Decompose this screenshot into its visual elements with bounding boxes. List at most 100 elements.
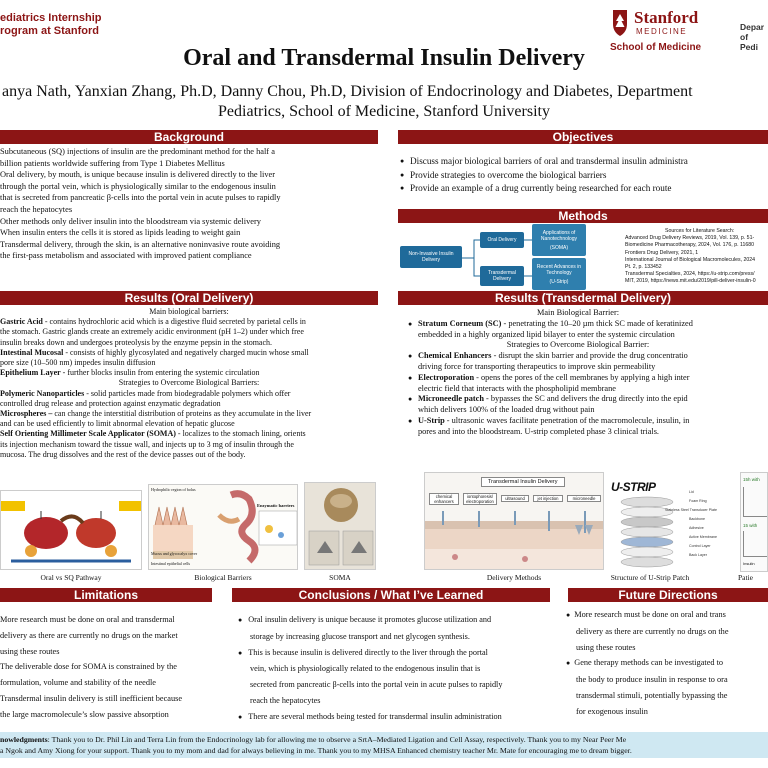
- patient-chart-top: [743, 487, 767, 517]
- strategies-list: Chemical Enhancers - disrupt the skin ba…: [408, 351, 748, 362]
- conclusion-line: reach the hepatocytes: [250, 695, 321, 705]
- mn-item: Microneedle patch - bypasses the SC and …: [408, 394, 748, 405]
- caption-soma: SOMA: [329, 573, 351, 582]
- future-line: for exogenous insulin: [576, 706, 648, 716]
- ustrip-label: Stainless Steel Transducer Plate: [665, 508, 717, 512]
- biological-barriers-figure: Hydrophilic region of bolus Mucus and gl…: [148, 484, 298, 570]
- program-line-2: rogram at Stanford: [0, 25, 100, 37]
- ep-line-1: Electroporation - opens the pores of the…: [408, 373, 748, 384]
- skin-layers-illustration: [425, 511, 603, 569]
- background-line: through the portal vein, which is physio…: [0, 181, 276, 191]
- methods-recent-box: Recent Advances in Technology (U-Strip): [532, 258, 586, 290]
- ustrip-labels: Lid Foam Ring Stainless Steel Transducer…: [665, 488, 717, 560]
- delivery-box-chemical: chemical enhancers: [429, 493, 459, 505]
- ustrip-label: Backbone: [689, 517, 705, 521]
- label-villi: Hydrophilic region of bolus: [151, 487, 196, 492]
- limitations-heading: Limitations: [0, 588, 212, 602]
- delivery-box-microneedle: microneedle: [567, 495, 601, 502]
- epithelium-term: Epithelium Layer: [0, 368, 61, 378]
- mucosal-text: - consists of highly glycosylated and ne…: [63, 347, 309, 357]
- future-text: ● More research must be done on oral and …: [566, 607, 729, 720]
- ep-text: - opens the pores of the cell membranes …: [474, 372, 690, 382]
- ep-term: Electroporation: [418, 372, 475, 382]
- limitations-line: delivery as there are currently no drugs…: [0, 630, 178, 640]
- methods-sources: Sources for Literature Search: Advanced …: [625, 228, 756, 286]
- label-enzymatic: Enzymatic barriers: [257, 503, 295, 508]
- ustrip-label: Back Layer: [689, 553, 707, 557]
- objectives-list: Discuss major biological barriers of ora…: [400, 155, 688, 196]
- patient-label: Insulin: [743, 561, 755, 566]
- logo-word: Stanford: [634, 8, 699, 27]
- methods-ustrip-label: (U-Strip): [549, 278, 569, 285]
- source-item: Frontiers Drug Delivery, 2021, 1: [625, 249, 699, 256]
- results-oral-text: Main biological barriers: Gastric Acid -…: [0, 307, 378, 460]
- ustrip-label: Active Membrane: [689, 535, 717, 539]
- acknowledgments-bar: nowledgments: Thank you to Dr. Phil Lin …: [0, 732, 768, 758]
- future-line: using these routes: [576, 642, 636, 652]
- methods-nano-label: Applications of Nanotechnology: [540, 229, 578, 242]
- background-line: Subcutaneous (SQ) injections of insulin …: [0, 147, 275, 156]
- background-heading: Background: [0, 130, 378, 144]
- background-line: billion patients worldwide suffering fro…: [0, 158, 225, 168]
- background-line: the first-pass metabolism and associated…: [0, 251, 252, 261]
- gastric-line-2: the stomach. Gastric glands create an ex…: [0, 327, 304, 337]
- background-line: that is secreted from pancreatic β-cells…: [0, 193, 281, 203]
- background-line: Other methods only deliver insulin into …: [0, 216, 261, 226]
- future-line: delivery as there are currently no drugs…: [576, 626, 729, 636]
- mn-term: Microneedle patch: [418, 394, 484, 404]
- methods-heading: Methods: [398, 209, 768, 223]
- conclusion-line: This is because insulin is delivered dir…: [248, 647, 488, 657]
- mn-line-1: Microneedle patch - bypasses the SC and …: [408, 394, 748, 405]
- soma-figure: [304, 482, 376, 570]
- micro-line-2: and can be used efficiently to limit abn…: [0, 419, 235, 429]
- nano-text: - solid particles made from biodegradabl…: [84, 388, 291, 398]
- oral-strategies-title: Strategies to Overcome Biological Barrie…: [118, 378, 260, 388]
- poster-title: Oral and Transdermal Insulin Delivery: [183, 45, 585, 71]
- mucosal-line-1: Intestinal Mucosal - consists of highly …: [0, 348, 378, 358]
- epithelium-text: - further blocks insulin from entering t…: [60, 368, 260, 378]
- limitations-line: the large macromolecule’s slow passive a…: [0, 709, 169, 719]
- objective-item: Provide strategies to overcome the biolo…: [400, 169, 688, 183]
- limitations-line: More research must be done on oral and t…: [0, 615, 175, 624]
- us-text: - ultrasonic waves facilitate penetratio…: [444, 415, 690, 425]
- conclusion-line: storage by increasing glucose transport …: [250, 631, 470, 641]
- department-name: Depar of Pedi: [740, 22, 768, 52]
- oral-barriers-title: Main biological barriers:: [149, 307, 229, 316]
- mn-line-2: which delivers 100% of the loaded drug w…: [418, 405, 595, 415]
- soma-line-2: its injection mechanism toward the tissu…: [0, 439, 294, 449]
- patient-label: 15h with: [743, 477, 760, 482]
- ce-text: - disrupt the skin barrier and provide t…: [491, 351, 688, 361]
- ce-line-2: driving force for transporting therapeut…: [418, 361, 656, 371]
- ep-line-2: electric field that interacts with the p…: [418, 383, 616, 393]
- oral-pathway-illustration: [1, 501, 141, 563]
- limitations-line: The deliverable dose for SOMA is constra…: [0, 662, 177, 672]
- future-heading: Future Directions: [568, 588, 768, 602]
- caption-patient: Patie: [738, 573, 753, 582]
- label-mucus: Mucus and glycocalyx cover: [151, 551, 198, 556]
- bullet-icon: ●: [566, 659, 571, 668]
- objectives-heading: Objectives: [398, 130, 768, 144]
- results-transdermal-text: Main Biological Barrier: Stratum Corneum…: [408, 308, 748, 438]
- future-line: More research must be done on oral and t…: [574, 610, 726, 619]
- ustrip-layers-illustration: [620, 496, 674, 568]
- future-item: ●More research must be done on oral and …: [566, 607, 729, 624]
- caption-delivery-methods: Delivery Methods: [486, 573, 542, 582]
- methods-recent-label: Recent Advances in Technology: [536, 263, 582, 276]
- authors-line-1: anya Nath, Yanxian Zhang, Ph.D, Danny Ch…: [2, 83, 693, 100]
- ack-line-2: a Ngok and Amy Xiong for your support. T…: [0, 746, 632, 755]
- limitations-line: Transdermal insulin delivery is still in…: [0, 693, 183, 703]
- caption-biological-barriers: Biological Barriers: [194, 573, 252, 582]
- conclusions-heading: Conclusions / What I’ve Learned: [232, 588, 550, 602]
- mucosal-line-2: pore size (10–500 nm) impedes insulin di…: [0, 358, 156, 368]
- results-oral-heading: Results (Oral Delivery): [0, 291, 378, 305]
- patient-figure: 15h with 15 with Insulin: [740, 472, 768, 572]
- delivery-box-iontophoresis: iontophoresis/ electroporation: [463, 493, 497, 505]
- future-line: the body to produce insulin in response …: [576, 675, 728, 685]
- sc-line-2: embedded in a highly organized lipid bil…: [418, 329, 675, 339]
- ustrip-label: Adhesive: [689, 526, 704, 530]
- background-line: Transdermal delivery, through the skin, …: [0, 239, 281, 249]
- bullet-icon: ●: [238, 712, 243, 721]
- soma-text: - localizes to the stomach lining, orien…: [175, 429, 306, 439]
- gastric-line-1: Gastric Acid - contains hydrochloric aci…: [0, 317, 378, 327]
- source-item: Biomedicine Pharmacotherapy, 2024, Vol. …: [625, 242, 755, 249]
